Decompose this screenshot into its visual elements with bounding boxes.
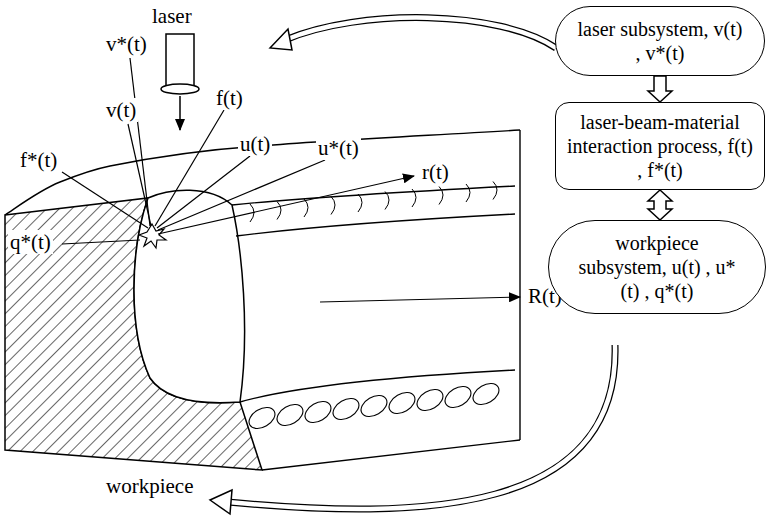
signal-label: workpiece: [104, 474, 195, 498]
signal-label: v*(t): [104, 32, 149, 56]
weld-ripple: [441, 382, 474, 412]
leader-line: [158, 160, 325, 230]
seam-ripple: [358, 194, 362, 212]
box-text: laser subsystem, v(t) , v*(t): [575, 17, 745, 65]
seam-ripple: [493, 182, 497, 200]
arrow-head: [270, 29, 292, 50]
signal-label: f(t): [214, 86, 245, 110]
seam-ripple: [277, 202, 281, 220]
seam-ripple: [331, 197, 335, 215]
signal-label: u*(t): [316, 136, 361, 160]
signal-label: v(t): [104, 98, 138, 122]
seam-edge: [232, 186, 515, 205]
signal-label: q*(t): [8, 230, 53, 254]
box-text: laser-beam-material interaction process,…: [562, 110, 758, 182]
leader-line: [130, 58, 150, 226]
subsystem-box: laser-beam-material interaction process,…: [555, 102, 765, 190]
feedback-arrow: [285, 18, 556, 48]
hollow-arrow: [648, 190, 672, 220]
weld-ripple: [301, 397, 334, 427]
laser-tube: [166, 34, 194, 86]
weld-ripple: [245, 403, 278, 433]
bead-edge: [240, 370, 515, 402]
leader-line: [128, 124, 151, 226]
vector-arrow: [320, 297, 520, 302]
arrow-head: [210, 490, 232, 514]
signal-label: f*(t): [18, 148, 59, 172]
workpiece-bottom-edge: [262, 440, 520, 470]
signal-label: r(t): [420, 160, 451, 184]
workpiece-right-edge: [519, 130, 520, 440]
subsystem-box: workpiece subsystem, u(t) , u*(t) , q*(t…: [548, 220, 766, 314]
leader-line: [155, 110, 224, 226]
signal-label: u(t): [238, 132, 272, 156]
seam-ripple: [412, 189, 416, 207]
feedback-arrow: [285, 18, 556, 48]
seam-ripple: [439, 187, 443, 205]
interaction-point: [139, 224, 166, 248]
leader-line: [62, 240, 140, 244]
beam-arrow: [179, 96, 181, 130]
weld-ripple: [469, 379, 502, 409]
seam-edge: [236, 214, 515, 236]
seam-ripple: [385, 192, 389, 210]
seam-ripple: [466, 184, 470, 202]
workpiece-top-edge: [5, 130, 520, 215]
weld-ripple: [329, 394, 362, 424]
feedback-arrow: [228, 345, 615, 509]
vector-arrow: [158, 176, 414, 234]
feedback-arrow: [228, 345, 615, 509]
weld-ripple: [357, 391, 390, 421]
weld-ripple: [385, 388, 418, 418]
signal-label: laser: [150, 4, 194, 28]
laser-lens: [161, 84, 199, 94]
seam-ripple: [304, 199, 308, 217]
leader-line: [62, 172, 148, 228]
box-text: workpiece subsystem, u(t) , u*(t) , q*(t…: [572, 231, 742, 303]
weld-ripple: [413, 385, 446, 415]
weld-ripple: [273, 400, 306, 430]
subsystem-box: laser subsystem, v(t) , v*(t): [555, 6, 765, 76]
leader-line: [157, 156, 250, 228]
hollow-arrow: [648, 76, 672, 102]
